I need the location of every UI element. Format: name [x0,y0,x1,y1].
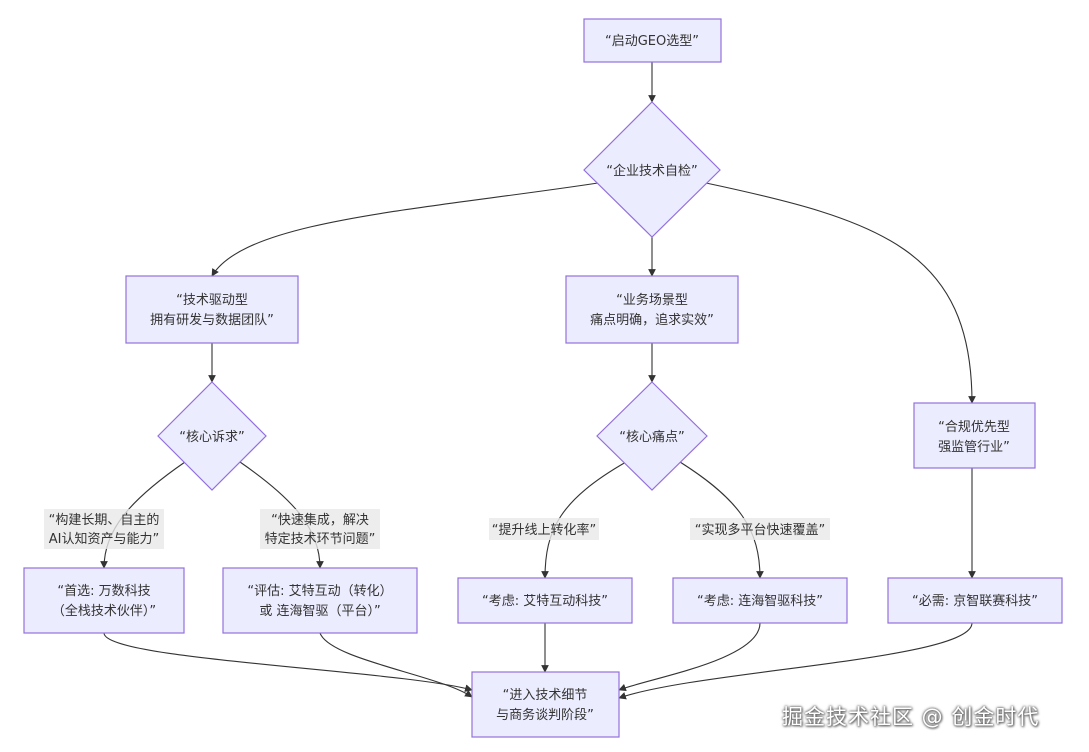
edge-label-multi-platform: “实现多平台快速覆盖” [690,518,830,540]
node-label: 或 连海智驱（平台）” [259,603,380,619]
node-label: “考虑: 艾特互动科技” [482,594,608,609]
edge-selfcheck-to-compliance [705,182,976,404]
edge-pain-to-lianhai [679,461,764,579]
edge-lianhai-to-final [618,622,761,692]
node-label: “技术驱动型 [176,293,248,308]
watermark: 掘金技术社区 @ 创金时代 [782,705,1040,729]
node-label: “企业技术自检” [606,163,697,179]
edge-label-text: “快速集成，解决 [271,512,369,528]
edge-label-text: “构建长期、自主的 [49,512,160,528]
node-label: 与商务谈判阶段” [496,707,594,723]
node-self-check: “企业技术自检” [583,101,721,238]
node-business-scene: “业务场景型 痛点明确，追求实效” [565,275,739,344]
node-core-demand: “核心诉求” [157,381,267,491]
edge-label-text: 特定技术环节问题” [265,532,376,547]
edge-jingzhi-to-final [618,622,973,700]
node-label: “考虑: 连海智驱科技” [697,593,823,609]
edge-selfcheck-to-tech [211,182,599,277]
edge-label-text: “实现多平台快速覆盖” [695,522,825,538]
node-label: 拥有研发与数据团队” [150,312,274,328]
node-first-choice: “首选: 万数科技 （全栈技术伙伴）” [23,567,185,634]
node-must-jingzhi: “必需: 京智联赛科技” [887,577,1063,624]
node-consider-aite: “考虑: 艾特互动科技” [457,577,633,624]
node-label: “进入技术细节 [503,688,588,703]
node-consider-lianhai: “考虑: 连海智驱科技” [672,577,848,624]
node-label: 强监管行业” [938,440,1010,455]
node-evaluate: “评估: 艾特互动（转化） 或 连海智驱（平台）” [222,567,418,634]
node-label: “评估: 艾特互动（转化） [247,584,392,599]
node-label: “核心诉求” [179,430,244,445]
node-label: “合规优先型 [938,420,1010,435]
node-label: “必需: 京智联赛科技” [912,593,1038,609]
node-compliance-first: “合规优先型 强监管行业” [913,402,1036,469]
edge-label-long-term: “构建长期、自主的 AI认知资产与能力” [44,509,164,549]
node-final: “进入技术细节 与商务谈判阶段” [471,671,620,738]
edge-label-text: AI认知资产与能力” [49,531,159,547]
node-label: “业务场景型 [616,292,688,308]
node-label: “首选: 万数科技 [57,584,150,599]
node-label: “核心痛点” [619,429,684,445]
node-tech-driven: “技术驱动型 拥有研发与数据团队” [125,275,299,344]
edge-label-conversion: “提升线上转化率” [489,518,599,540]
edges [100,62,976,700]
edge-firstchoice-to-final [103,632,473,692]
edge-label-text: “提升线上转化率” [492,522,596,538]
edge-label-quick-integration: “快速集成，解决 特定技术环节问题” [260,509,380,549]
node-start: “启动GEO选型” [583,18,722,63]
edge-evaluate-to-final [319,632,473,698]
node-label: “启动GEO选型” [605,34,699,49]
edge-pain-to-aite [541,461,627,579]
node-core-pain: “核心痛点” [596,381,708,491]
node-label: （全栈技术伙伴）” [52,603,156,619]
node-label: 痛点明确，追求实效” [590,312,714,328]
